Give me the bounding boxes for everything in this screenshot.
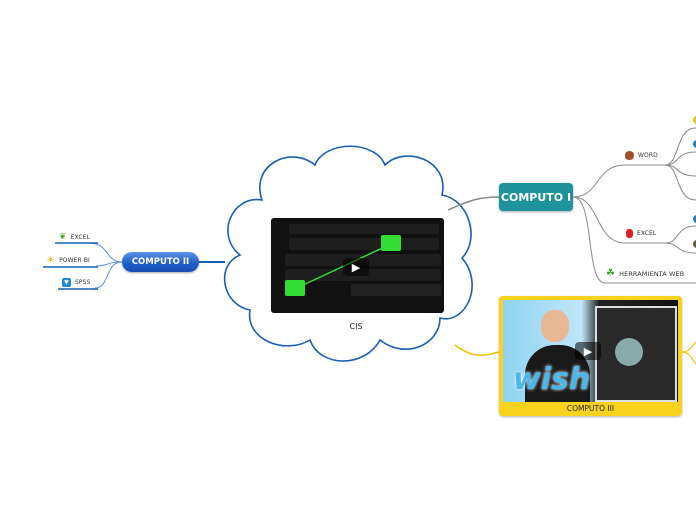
wish-logo: wish bbox=[513, 362, 591, 397]
boxing-glove-icon bbox=[626, 229, 633, 238]
subtopic-word[interactable]: WORD bbox=[625, 151, 658, 160]
fan bbox=[615, 338, 643, 366]
person-face bbox=[541, 310, 569, 342]
subtopic-power-bi[interactable]: ☀ POWER BI bbox=[46, 255, 90, 266]
clipped-node-icon bbox=[693, 240, 696, 248]
video-thumbnail[interactable]: wish ▶ bbox=[503, 300, 678, 402]
topic-computo-iii[interactable]: wish ▶ COMPUTO III bbox=[499, 296, 682, 416]
sun-icon: ☀ bbox=[46, 255, 56, 266]
subtopic-herramienta-web[interactable]: ☘ HERRAMIENTA WEB bbox=[606, 268, 685, 279]
leaf-icon: ❦ bbox=[59, 232, 67, 242]
clover-icon: ☘ bbox=[606, 268, 616, 279]
blue-arrow-icon: ▼ bbox=[62, 278, 71, 287]
topic-label: COMPUTO III bbox=[566, 404, 615, 413]
play-icon[interactable]: ▶ bbox=[343, 258, 369, 276]
clipped-node-icon bbox=[693, 116, 696, 124]
football-icon bbox=[625, 151, 634, 160]
central-topic-label: CIS bbox=[349, 322, 363, 331]
pc-case bbox=[595, 306, 677, 402]
clipped-node-icon bbox=[693, 140, 696, 148]
play-icon[interactable]: ▶ bbox=[575, 342, 601, 360]
topic-computo-ii[interactable]: COMPUTO II bbox=[122, 252, 199, 272]
keyboard-video-thumbnail[interactable]: ▶ bbox=[271, 218, 444, 313]
clipped-node-icon bbox=[693, 215, 696, 223]
subtopic-excel[interactable]: ❦ EXCEL bbox=[59, 232, 90, 242]
subtopic-excel[interactable]: EXCEL bbox=[626, 229, 656, 238]
subtopic-spss[interactable]: ▼ SPSS bbox=[62, 278, 90, 287]
topic-computo-i[interactable]: COMPUTO I bbox=[499, 183, 573, 211]
